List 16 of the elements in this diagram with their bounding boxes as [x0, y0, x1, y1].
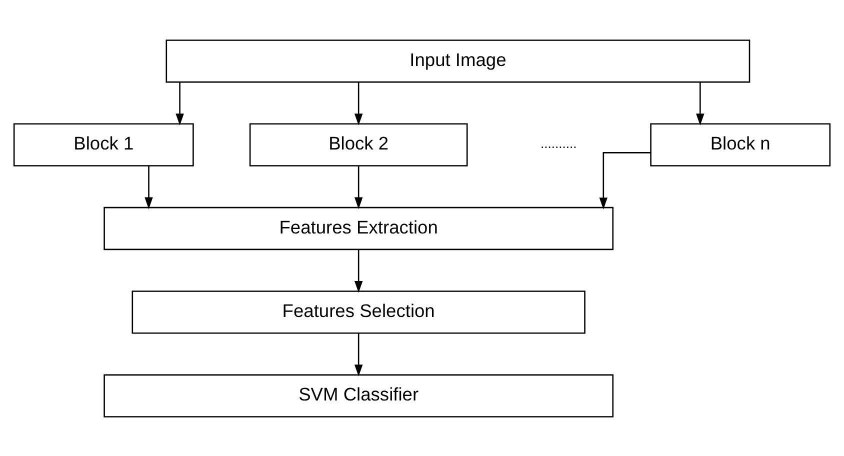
arrow	[354, 165, 363, 209]
node-box: Block n	[650, 122, 831, 166]
node-box: SVM Classifier	[104, 374, 614, 417]
arrow	[354, 249, 363, 292]
node-box: Features Extraction	[104, 206, 614, 250]
node-box: Block 1	[13, 122, 194, 166]
arrow	[144, 165, 153, 209]
label: ..........	[540, 136, 577, 151]
node-box: Input Image	[166, 39, 750, 82]
node-box: Block 2	[249, 122, 468, 166]
arrow	[354, 332, 363, 376]
node-box: Features Selection	[132, 290, 586, 334]
arrow	[176, 82, 184, 125]
arrow	[599, 152, 651, 209]
arrow	[696, 82, 704, 125]
arrow	[354, 82, 363, 125]
